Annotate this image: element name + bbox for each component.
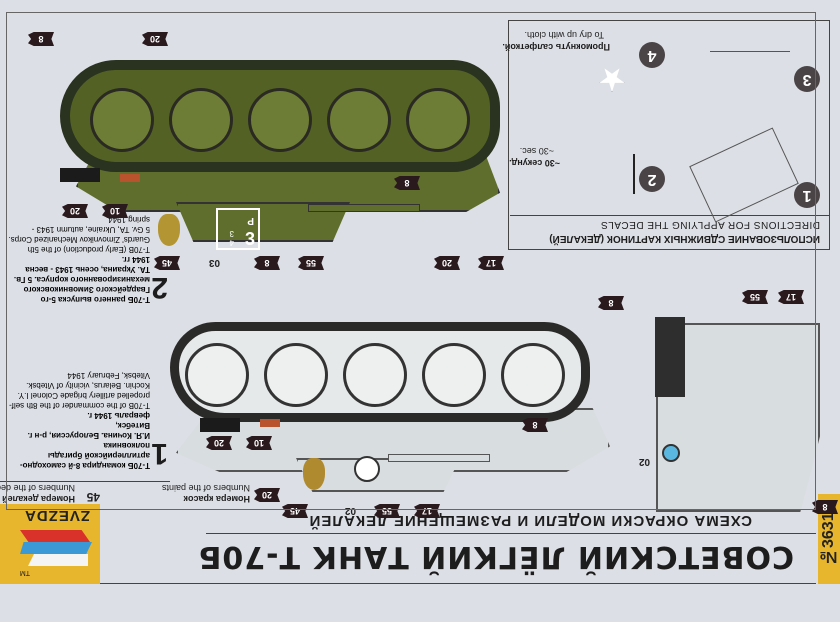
header-box: [22, 582, 816, 584]
zvezda-logo: ZVEZDA TM: [0, 504, 100, 584]
logo-flag-red: [20, 530, 90, 542]
header-divider: [206, 532, 816, 534]
catalog-number: №3631: [820, 512, 837, 566]
logo-flag-white: [28, 554, 88, 566]
model-title: СОВЕТСКИЙ ЛЁГКИЙ ТАНК Т-70Б: [197, 539, 794, 574]
logo-tm: TM: [19, 569, 30, 576]
logo-flag-blue: [20, 542, 92, 554]
page-frame: [6, 12, 816, 510]
